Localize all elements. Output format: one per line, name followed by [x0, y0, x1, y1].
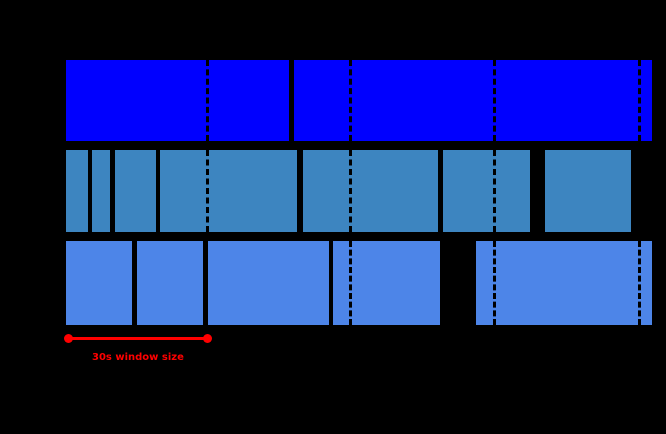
timeline-segment: [303, 150, 438, 232]
window-size-arrow: [68, 337, 207, 340]
timeline-segment: [115, 150, 156, 232]
timeline-segment: [443, 150, 530, 232]
timeline-segment: [160, 150, 297, 232]
timeline-segment: [92, 150, 110, 232]
timeline-segment: [137, 241, 203, 325]
timeline-segment: [476, 241, 652, 325]
arrow-cap-left: [64, 334, 73, 343]
timeline-segment: [66, 241, 132, 325]
timeline-segment: [545, 150, 631, 232]
timeline-segment: [333, 241, 440, 325]
timeline-segment: [66, 60, 289, 141]
window-size-label: 30s window size: [92, 352, 184, 363]
arrow-cap-right: [203, 334, 212, 343]
timeline-segment: [294, 60, 652, 141]
timeline-segment: [66, 150, 88, 232]
timeline-segment: [208, 241, 329, 325]
